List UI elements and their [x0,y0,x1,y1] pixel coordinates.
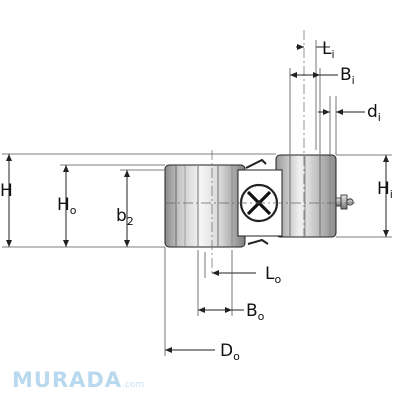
label-H: H [0,181,13,201]
label-Lo: Lo [265,264,281,286]
label-Do: Do [220,341,240,363]
label-Li: Li [322,39,335,61]
label-Hi: Hi [377,179,393,201]
dim-b2: b2 [116,169,165,247]
label-Bi: Bi [340,65,355,87]
label-Ho: Ho [57,195,77,217]
dim-Ho: Ho [57,164,165,247]
label-di: di [367,102,381,124]
seal-bottom [247,238,269,245]
label-b2: b2 [116,206,134,228]
dim-Do: Do [164,247,240,363]
dim-Lo: Lo [204,252,281,286]
outer-ring [164,164,246,248]
dim-H: H [0,153,276,248]
label-Bo: Bo [246,301,265,323]
dim-Bo: Bo [197,250,265,323]
seal-top [245,158,267,169]
watermark-logo: MURADA.com [12,368,145,392]
dim-Li: Li [296,39,335,150]
inner-ring [275,154,337,238]
dim-Bi: Bi [289,65,355,155]
dim-di: di [318,96,381,155]
dim-Hi: Hi [336,154,393,238]
grease-nipple [335,194,354,210]
raceway [237,158,283,245]
